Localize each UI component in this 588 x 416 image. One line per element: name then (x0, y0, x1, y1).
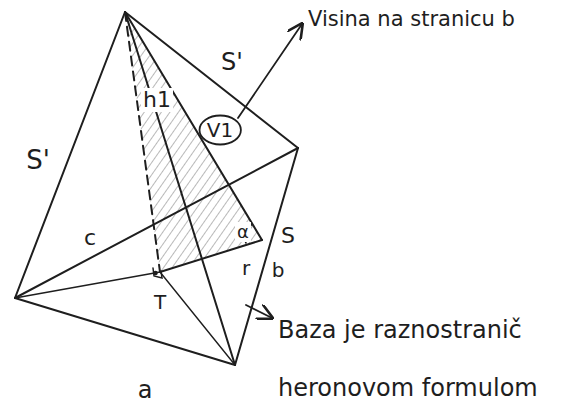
dimension-label: α (235, 222, 251, 242)
leader-arrow (246, 305, 272, 318)
dimension-label: S' (24, 146, 52, 175)
note-text: Baza je raznostranič heronovom formulom (276, 302, 580, 416)
helper-line (15, 272, 160, 298)
dimension-label: a (136, 377, 155, 403)
dimension-label: b (270, 259, 287, 281)
dimension-label: r (240, 257, 252, 279)
slant-height (125, 12, 262, 240)
note-text: Visina na stranicu b (306, 8, 517, 31)
helper-line (160, 272, 235, 365)
node-text: V1 (207, 119, 233, 141)
lateral-edge (125, 12, 298, 148)
dimension-label: h1 (141, 88, 173, 112)
lateral-edge (15, 12, 125, 298)
base-edge-c (15, 148, 298, 298)
circled-label: V1 (198, 114, 242, 146)
right-angle-dot (154, 272, 157, 275)
dimension-label: S' (219, 49, 245, 75)
pyramid-edges (15, 12, 302, 365)
ellipse-outline (199, 116, 240, 145)
dimension-label: c (82, 226, 98, 250)
height-line (125, 12, 160, 272)
dimension-label: T (152, 291, 168, 313)
right-angle-mark (153, 268, 162, 278)
leader-arrow (238, 24, 302, 118)
base-edge-a (15, 298, 235, 365)
dimension-label: S (279, 224, 297, 248)
